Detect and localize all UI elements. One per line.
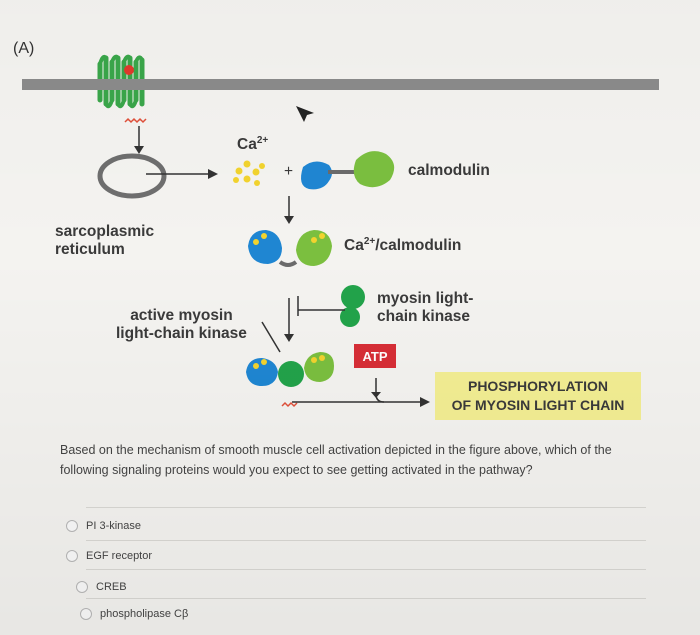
radio-button[interactable] xyxy=(66,550,78,562)
atp-badge: ATP xyxy=(354,344,396,368)
sr-vesicle-icon xyxy=(97,153,167,199)
divider xyxy=(86,569,646,570)
radio-button[interactable] xyxy=(66,520,78,532)
divider xyxy=(86,507,646,508)
activation-squiggle-icon xyxy=(124,117,147,124)
option-label: phospholipase Cβ xyxy=(100,608,189,620)
active-mlck-label: active myosin light-chain kinase xyxy=(116,307,247,342)
radio-button[interactable] xyxy=(76,581,88,593)
question-text: Based on the mechanism of smooth muscle … xyxy=(60,443,612,477)
cell-membrane xyxy=(22,79,659,90)
ca-calmodulin-label: Ca2+/calmodulin xyxy=(344,236,462,255)
radio-button[interactable] xyxy=(80,608,92,620)
ligand-dot-icon xyxy=(124,65,134,75)
panel-label: (A) xyxy=(13,40,35,57)
option-label: EGF receptor xyxy=(86,550,153,562)
calcium-label: Ca2+ xyxy=(237,135,269,154)
option-plc-beta[interactable]: phospholipase Cβ xyxy=(80,603,188,625)
calcium-ions-icon xyxy=(233,160,265,186)
mlck-icon xyxy=(325,285,365,327)
phosphorylation-label: PHOSPHORYLATION OF MYOSIN LIGHT CHAIN xyxy=(435,372,641,420)
divider xyxy=(86,598,646,599)
sarcoplasmic-reticulum-label: sarcoplasmic reticulum xyxy=(55,223,155,258)
option-label: PI 3-kinase xyxy=(86,520,142,532)
calmodulin-label: calmodulin xyxy=(408,162,490,179)
option-pi3k[interactable]: PI 3-kinase xyxy=(66,515,141,537)
plus-sign: + xyxy=(284,163,294,180)
option-creb[interactable]: CREB xyxy=(76,576,127,598)
mlck-label: myosin light- chain kinase xyxy=(377,290,474,325)
ca-calmodulin-complex-icon xyxy=(248,230,332,267)
option-egf-receptor[interactable]: EGF receptor xyxy=(66,545,152,567)
calmodulin-icon xyxy=(301,151,395,190)
cursor-arrow-icon xyxy=(296,106,314,122)
divider xyxy=(86,540,646,541)
active-mlck-complex-icon xyxy=(246,352,334,408)
option-label: CREB xyxy=(96,581,127,593)
